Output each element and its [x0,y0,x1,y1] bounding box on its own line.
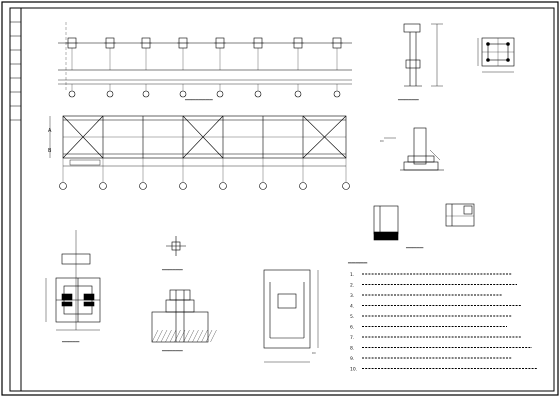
column-plan-top [58,22,352,98]
plan-column [177,37,189,98]
title-strip-cells [10,21,21,121]
hatch-line [151,329,159,343]
axis-bubble [139,158,147,190]
hatch-line [174,329,181,343]
base-connection-section [384,127,444,171]
note-number: 8. [350,346,354,352]
hatch-line [178,329,186,343]
hatch-line [156,329,163,343]
plan-caption-1: ▁▁▁▁▁▁▁▁ [184,96,213,101]
hatch-line [192,329,199,343]
note-number: 3. [350,293,354,299]
detail-caption-right: ▁▁▁▁▁ [405,244,424,249]
plan-column [214,37,226,98]
elevation-tag [69,159,101,166]
hatch-line [187,329,195,343]
foundation-caption: ▁▁▁▁▁▁ [161,347,183,352]
hatch-line [165,329,172,343]
plan-column [104,37,116,98]
elevation-bracing [49,115,350,190]
axis-bubble [99,158,107,190]
axis-bubble [179,158,187,190]
base-plan-caption: ▁▁▁▁▁ [61,338,80,343]
hatch-line [169,329,177,343]
column-section-caption: ▁▁▁▁▁▁ [161,266,183,271]
elevation-axis-label-b: B [48,148,52,154]
note-number: 2. [350,283,354,289]
plan-column [140,37,152,98]
note-number: 7. [350,335,354,341]
note-number: 6. [350,325,354,331]
foundation-section [151,289,217,343]
note-number: 1. [350,272,354,278]
hatch-line [201,329,208,343]
small-details-right [373,203,475,241]
base-plate-plan-bottomleft [45,230,101,331]
note-number: 10. [350,367,357,373]
axis-bubble [59,158,67,190]
plan-column [331,37,343,98]
column-detail-right [403,23,443,87]
elevation-axis-label: A [48,128,52,134]
note-number: 4. [350,304,354,310]
column-detail-caption: ▁▁▁▁▁▁ [397,96,419,101]
plate-plan-center [263,269,319,363]
base-plate-plan-topright [477,37,515,73]
hatch-line [183,329,190,343]
axis-bubble [299,158,307,190]
axis-bubble [219,158,227,190]
plan-column [66,37,78,98]
general-notes: ▁▁▁▁▁ 1. 2. 3. 4. 5. 6. 7. 8. 9. 10. [347,258,537,373]
note-number: 9. [350,356,354,362]
axis-bubble [259,158,267,190]
notes-title: ▁▁▁▁▁ [347,258,367,264]
note-number: 5. [350,314,354,320]
plate-label: ▭ [312,350,316,355]
axis-bubble [342,158,350,190]
sheet-inner-border [9,7,555,392]
section-mark: ▭ [380,138,384,143]
hatch-line [196,329,204,343]
plan-column [292,37,304,98]
hatch-line [210,329,217,343]
plan-column [252,37,264,98]
column-section-small [166,236,186,256]
hatch-line [205,329,213,343]
hatch-line [160,329,168,343]
